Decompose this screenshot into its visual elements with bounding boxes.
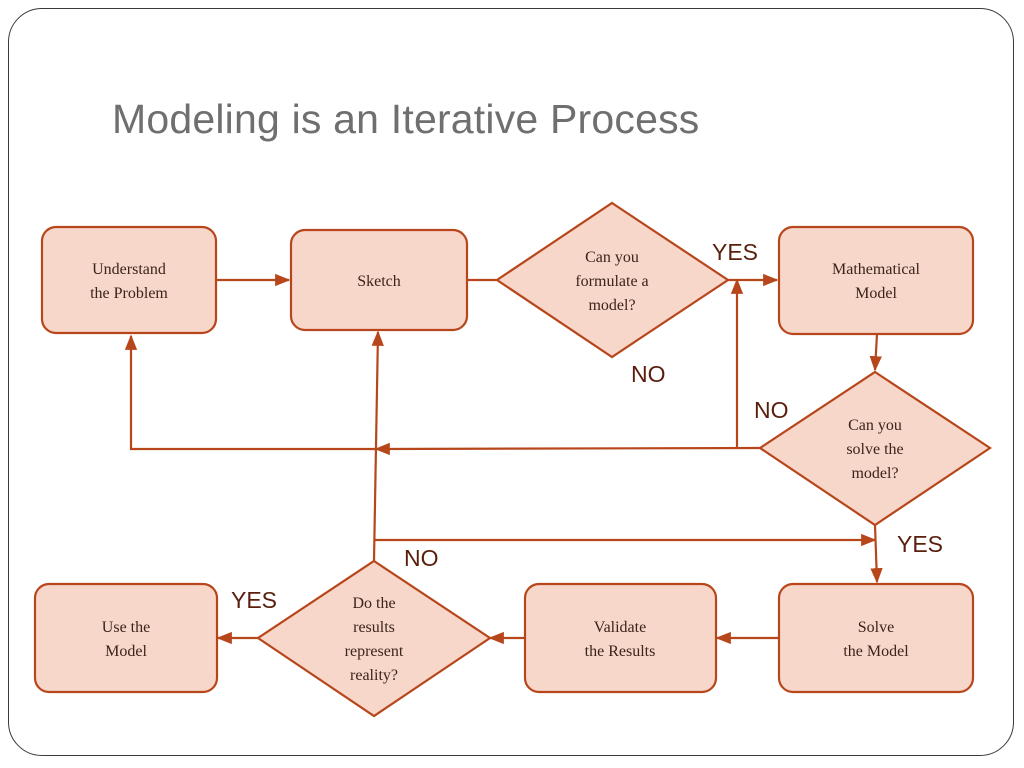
node-solve-the-model: Solve the Model: [777, 582, 975, 694]
node-label-line: formulate a: [575, 273, 648, 290]
node-label-line: Solve: [858, 619, 894, 636]
node-label-line: Can you: [585, 249, 639, 266]
node-can-you-formulate-a-model: Can you formulate a model?: [495, 201, 730, 359]
edge-solve-question-yes-to-solve: [870, 524, 883, 584]
node-validate-the-results: Validate the Results: [523, 582, 718, 694]
edge-up-to-sketch: [371, 330, 384, 562]
edge-label-formulate-yes: YES: [712, 239, 758, 265]
node-label-line: results: [353, 619, 395, 636]
edge-mathematical-to-solve-question: [869, 333, 882, 372]
node-label-line: Understand: [92, 261, 166, 278]
node-label-line: Mathematical: [832, 261, 921, 278]
node-sketch: Sketch: [289, 228, 469, 332]
node-label-line: the Results: [585, 643, 656, 660]
node-use-the-model: Use the Model: [33, 582, 219, 694]
edge-solve-question-no: [374, 442, 761, 456]
edge-label-solve-no: NO: [754, 397, 789, 423]
node-label-line: the Model: [843, 643, 909, 660]
edge-label-results-no: NO: [404, 545, 439, 571]
node-label-line: Do the: [352, 595, 395, 612]
node-label-line: Can you: [848, 417, 902, 434]
node-label-line: reality?: [350, 667, 398, 684]
node-label-line: Use the: [102, 619, 150, 636]
node-label-line: model?: [588, 297, 635, 314]
edge-label-solve-yes: YES: [897, 531, 943, 557]
node-label-line: solve the: [846, 441, 903, 458]
edge-loop-to-understand: [124, 334, 376, 451]
node-do-the-results-represent-reality: Do the results represent reality?: [256, 559, 492, 718]
node-label-line: the Problem: [90, 285, 168, 302]
edge-label-formulate-no: NO: [631, 361, 666, 387]
node-can-you-solve-the-model: Can you solve the model?: [758, 370, 992, 527]
node-label-line: represent: [345, 643, 404, 660]
node-mathematical-model: Mathematical Model: [777, 225, 975, 336]
node-label-line: Model: [105, 643, 147, 660]
node-label-line: model?: [851, 465, 898, 482]
node-understand-the-problem: Understand the Problem: [40, 225, 218, 335]
slide-title: Modeling is an Iterative Process: [112, 96, 700, 142]
node-label-line: Sketch: [357, 273, 401, 290]
node-label-line: Validate: [594, 619, 646, 636]
edges: [124, 273, 883, 645]
edge-label-results-yes: YES: [231, 587, 277, 613]
node-label-line: Model: [855, 285, 897, 302]
